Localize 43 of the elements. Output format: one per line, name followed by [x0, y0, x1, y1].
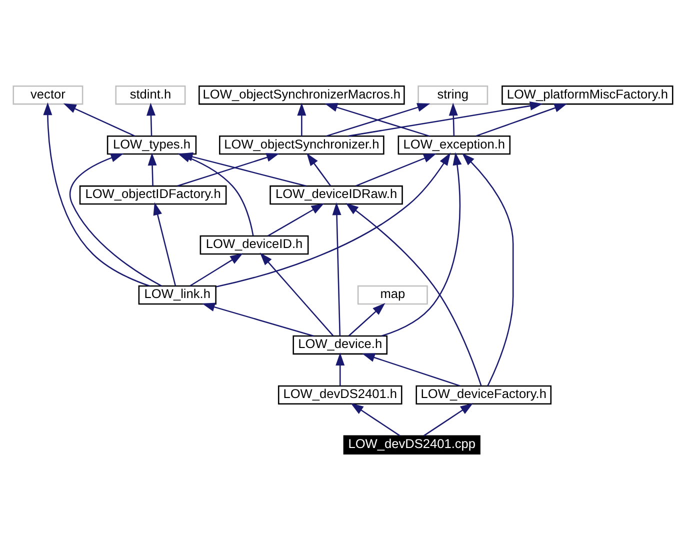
- node-box: LOW_objectSynchronizer.h: [219, 135, 384, 155]
- node-box: LOW_devDS2401.h: [278, 385, 402, 405]
- node-box: LOW_types.h: [106, 135, 197, 155]
- arrow: [348, 302, 386, 336]
- node-box: LOW_deviceIDRaw.h: [270, 185, 403, 205]
- arrow: [356, 153, 436, 187]
- node-box: string: [418, 85, 488, 105]
- node-box: LOW_objectSynchronizerMacros.h: [198, 85, 405, 105]
- arrow: [63, 103, 135, 137]
- node-box: LOW_deviceFactory.h: [416, 385, 552, 405]
- arrow: [43, 102, 150, 287]
- arrow: [216, 152, 451, 288]
- node-box: LOW_device.h: [292, 335, 388, 355]
- arrow: [69, 154, 162, 286]
- arrow: [148, 152, 157, 186]
- arrow: [332, 202, 342, 336]
- arrow: [260, 252, 334, 336]
- arrow: [336, 352, 345, 386]
- arrow: [202, 302, 314, 337]
- arrow: [346, 202, 482, 386]
- arrow: [350, 403, 400, 436]
- arrow: [448, 102, 458, 136]
- arrow: [462, 153, 514, 386]
- node-box: LOW_deviceID.h: [200, 235, 309, 255]
- node-box: LOW_objectIDFactory.h: [79, 185, 227, 205]
- arrow: [306, 153, 332, 186]
- arrow: [146, 102, 156, 136]
- node-box: stdint.h: [115, 85, 186, 105]
- arrow: [362, 353, 460, 386]
- node-box: LOW_link.h: [138, 285, 216, 305]
- node-box: vector: [12, 85, 84, 105]
- arrow: [297, 102, 306, 136]
- arrow: [153, 202, 176, 286]
- arrow: [423, 403, 474, 436]
- arrow: [190, 253, 243, 286]
- arrow: [267, 203, 324, 236]
- arrow: [381, 152, 462, 337]
- arrow: [348, 101, 543, 137]
- node-box: LOW_exception.h: [398, 135, 511, 155]
- node-box: map: [357, 285, 428, 305]
- node-box: LOW_devDS2401.cpp: [343, 435, 480, 455]
- node-box: LOW_platformMiscFactory.h: [502, 85, 674, 105]
- arrow: [476, 104, 568, 137]
